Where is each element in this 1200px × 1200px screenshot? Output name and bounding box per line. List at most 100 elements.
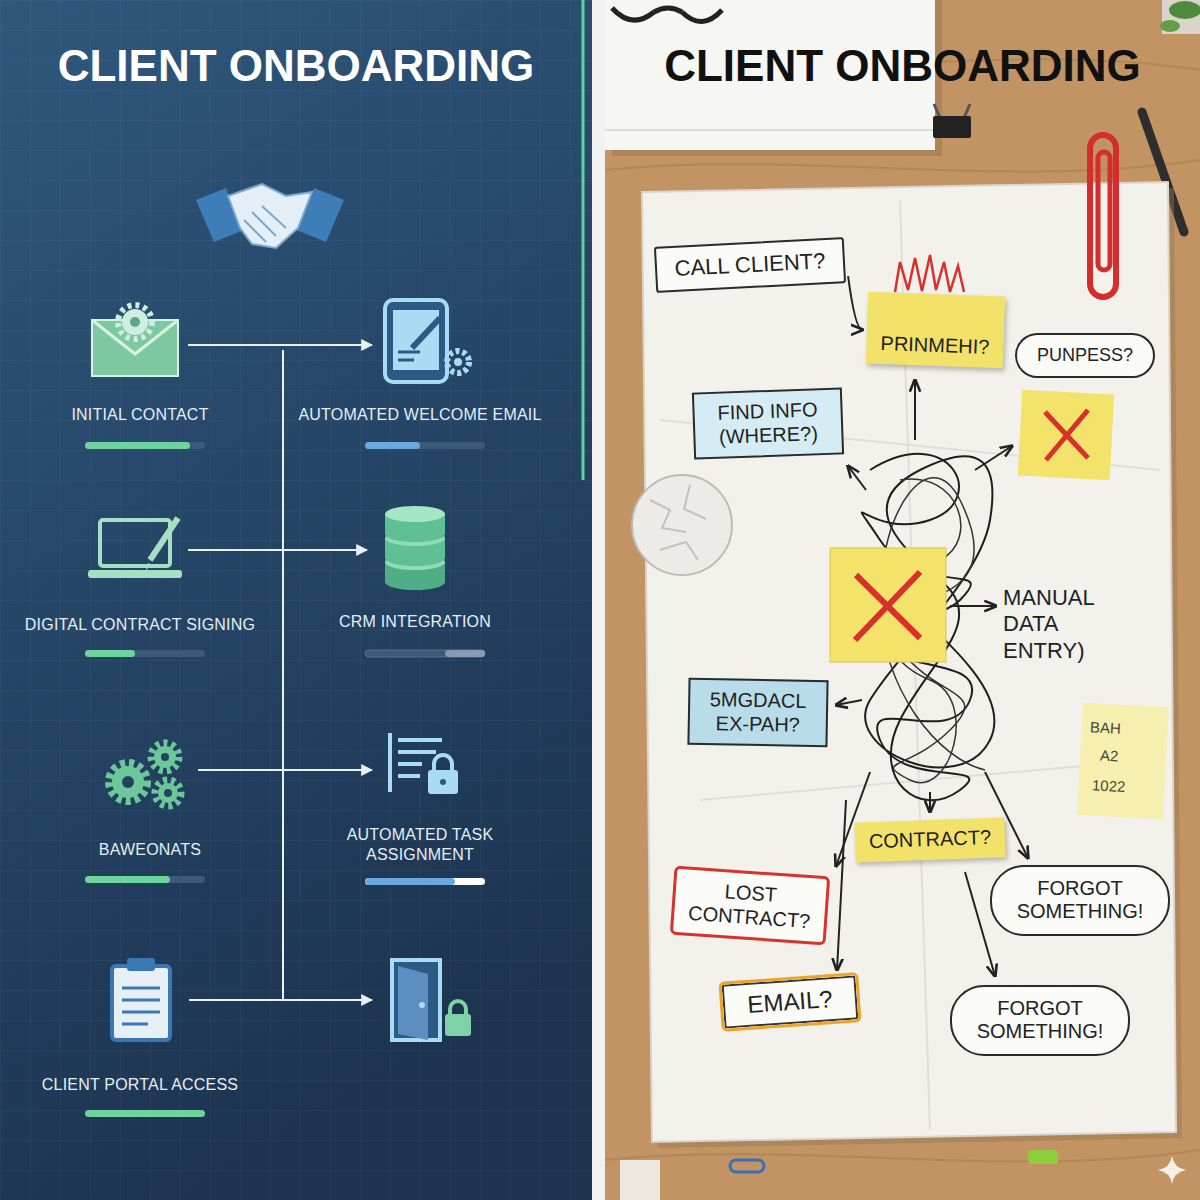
box-text: EMAIL? <box>734 984 846 1020</box>
box-text: CALL CLIENT? <box>668 248 831 282</box>
handshake-icon <box>228 184 312 248</box>
sticky-note: CONTRACT? <box>854 817 1005 862</box>
diagram-title: CLIENT ONBOARDING <box>0 40 592 93</box>
progress-bar <box>445 650 485 657</box>
label-holder: BAWEONATS <box>20 840 280 860</box>
panel-title: CLIENT ONBOARDING <box>605 40 1200 93</box>
step-icon-box: BAWEONATS <box>105 730 195 810</box>
watermark-star <box>1158 1156 1186 1184</box>
crumpled-paper <box>632 475 732 575</box>
scribble-arrow <box>836 700 862 705</box>
database-icon <box>385 574 445 590</box>
laptop-icon <box>150 518 178 560</box>
progress-bar <box>85 650 205 657</box>
database-icon <box>385 506 445 590</box>
panel-divider <box>592 0 605 1200</box>
red-paperclip <box>1098 152 1110 270</box>
tablet-icon <box>393 310 439 370</box>
paper-sheet <box>642 182 1182 1148</box>
gears-icon <box>109 763 147 801</box>
label-holder: CLIENT ONBOARDING <box>605 40 1200 93</box>
thought-bubble: FORGOT SOMETHING! <box>990 865 1170 936</box>
box-text: 5MGDACL EX-PAH? <box>702 688 815 737</box>
label-holder: BAH <box>1090 718 1157 739</box>
left-panel <box>189 999 372 1001</box>
document-lock-icon <box>440 779 446 785</box>
progress-bar <box>85 442 190 449</box>
laptop-icon <box>88 570 182 578</box>
left-panel <box>582 0 585 480</box>
sticky-note: PRINMEHI? <box>865 292 1004 368</box>
paper-sheet <box>660 200 1160 1130</box>
box-text: PUNPESS? <box>1037 345 1133 366</box>
scribble-note: 1022 <box>1092 776 1159 797</box>
tablet-icon <box>385 300 469 382</box>
document-lock-icon <box>398 738 442 742</box>
label-holder: DIGITAL CONTRACT SIGNING <box>10 615 270 635</box>
note-label: MANUAL DATA ENTRY) <box>1003 585 1121 664</box>
connector-arrow <box>198 769 372 771</box>
door-lock-icon <box>398 966 428 1040</box>
paper-sheet <box>642 182 1176 1142</box>
step-label: CRM INTEGRATION <box>285 612 545 632</box>
step-label: AUTOMATED TASK ASSIGNMENT <box>320 825 520 865</box>
panel-divider <box>592 0 605 1200</box>
small-sticky-note <box>1077 703 1169 819</box>
door-lock-icon <box>445 1014 471 1036</box>
clipboard-icon <box>122 999 160 1002</box>
step-label: BAWEONATS <box>20 840 280 860</box>
connector-arrow <box>848 276 862 330</box>
tablet-icon <box>398 359 414 362</box>
step-label: INITIAL CONTACT <box>10 405 270 425</box>
question-box: 5MGDACL EX-PAH? <box>687 677 828 747</box>
progress-bar <box>365 442 420 449</box>
step-icon-box: INITIAL CONTACT <box>95 305 185 385</box>
tablet-icon <box>454 358 462 366</box>
clipboard-icon <box>122 987 160 990</box>
glasses <box>612 8 722 22</box>
watermark-star <box>1158 1156 1186 1184</box>
gears-icon <box>109 743 181 806</box>
box-text: FORGOT SOMETHING! <box>972 997 1108 1044</box>
wooden-desk <box>605 0 1200 1200</box>
gears-icon <box>161 753 169 761</box>
document-lock-icon <box>398 750 436 754</box>
left-panel <box>0 0 592 1200</box>
door-lock-icon <box>392 960 471 1040</box>
glasses <box>612 8 722 22</box>
document-lock-icon <box>388 733 392 792</box>
clipboard-icon <box>122 1023 148 1026</box>
plant <box>1169 1 1200 19</box>
gears-icon <box>154 746 176 768</box>
binder-clip <box>933 116 971 138</box>
question-box: FIND INFO (WHERE?) <box>692 387 844 459</box>
plant <box>1160 20 1180 32</box>
question-box: CALL CLIENT? <box>654 237 846 293</box>
red-paperclip <box>1090 135 1116 297</box>
step-icon-box: DIGITAL CONTRACT SIGNING <box>95 510 185 590</box>
label-holder: MANUAL DATA ENTRY) <box>1003 585 1121 664</box>
step-label: AUTOMATED WELCOME EMAIL <box>290 405 550 425</box>
connector-arrow <box>188 549 367 551</box>
document-lock-icon <box>398 762 422 766</box>
gears-icon <box>122 776 134 788</box>
label-holder: A2 <box>1100 747 1157 768</box>
desk-clutter <box>620 1150 1058 1200</box>
scribble-note: A2 <box>1100 747 1157 768</box>
progress-bar <box>85 876 205 883</box>
step-icon-box: AUTOMATED TASK ASSIGNMENT <box>375 725 465 805</box>
crossed-sticky-note <box>1018 390 1114 481</box>
scribble-arrow <box>929 792 931 812</box>
small-sticky-note <box>1077 703 1169 819</box>
label-holder: 1022 <box>1092 776 1159 797</box>
tablet-icon <box>385 300 447 382</box>
envelope-icon <box>122 309 148 335</box>
handshake-icon <box>244 206 286 242</box>
document-lock-icon <box>434 755 452 772</box>
label-holder: CLIENT PORTAL ACCESS <box>10 1075 270 1095</box>
document-lock-icon <box>428 770 458 794</box>
progress-bar <box>365 650 485 657</box>
progress-bar <box>365 878 455 885</box>
envelope-icon <box>92 305 178 376</box>
